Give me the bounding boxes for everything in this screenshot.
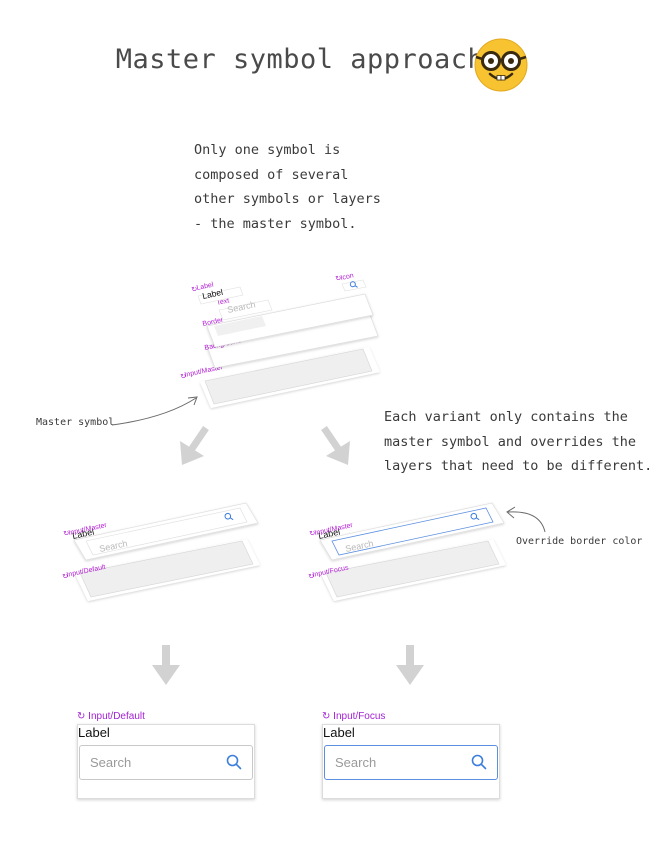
nerd-face-icon — [474, 38, 528, 92]
search-icon[interactable] — [226, 754, 242, 770]
variant-default-stack: Input/Default ↻ Search Label Input/Maste… — [62, 502, 260, 601]
variant-note-line: Each variant only contains the — [384, 409, 628, 425]
variant-default-label: Label — [71, 527, 95, 541]
symbol-refresh-icon: ↻ — [335, 275, 342, 283]
variant-focus-stack: Input/Focus ↻ Search Label Input/Master … — [308, 502, 506, 601]
override-border-callout: Override border color — [516, 536, 643, 547]
search-input-placeholder: Search — [335, 755, 377, 770]
intro-line: - the master symbol. — [194, 215, 357, 232]
search-input-focused[interactable]: Search — [324, 745, 498, 780]
result-focus-symbol-name: ↻ Input/Focus — [322, 711, 385, 722]
symbol-refresh-icon: ↻ — [308, 573, 315, 581]
symbol-refresh-icon: ↻ — [180, 373, 187, 381]
search-input-placeholder: Search — [90, 755, 132, 770]
master-callout-arrow — [111, 397, 197, 426]
icon-layer-name: Icon — [340, 272, 355, 282]
variant-note-line: layers that need to be different. — [384, 458, 650, 474]
search-icon[interactable] — [471, 754, 487, 770]
result-default-symbol-text: Input/Default — [88, 711, 145, 722]
result-default-field-label: Label — [78, 725, 110, 740]
result-focus-card: Label Search — [322, 724, 500, 799]
intro-line: composed of several — [194, 166, 349, 183]
intro-line: other symbols or layers — [194, 191, 381, 207]
intro-line: Only one symbol is — [194, 142, 341, 158]
symbol-refresh-icon: ↻ — [322, 711, 331, 722]
border-layer-name: Border — [202, 317, 225, 328]
master-text-layer: Search Text — [216, 297, 273, 321]
page-title: Master symbol approach — [115, 44, 485, 75]
master-stack: Input/Master ↻ Background Border Search … — [180, 272, 380, 408]
symbol-refresh-icon: ↻ — [62, 573, 69, 581]
search-input[interactable]: Search — [79, 745, 253, 780]
result-default-symbol-name: ↻ Input/Default — [77, 711, 145, 722]
variant-focus-label: Label — [317, 527, 341, 541]
result-focus-symbol-text: Input/Focus — [333, 711, 386, 722]
search-icon — [349, 281, 358, 288]
search-icon — [224, 512, 234, 521]
master-base-layer: Input/Master ↻ — [180, 347, 380, 408]
variant-note: Each variant only contains the master sy… — [384, 405, 650, 479]
arrow-down-right-icon — [321, 426, 350, 465]
symbol-refresh-icon: ↻ — [309, 530, 316, 538]
label-layer-name: Label — [196, 281, 215, 292]
variant-note-line: master symbol and overrides the — [384, 433, 636, 450]
master-symbol-callout: Master symbol — [36, 417, 115, 428]
text-layer-name: Text — [216, 297, 230, 307]
symbol-refresh-icon: ↻ — [63, 530, 70, 538]
search-icon — [470, 512, 480, 521]
arrow-down-icon — [152, 645, 180, 685]
arrow-down-left-icon — [180, 426, 209, 465]
symbol-refresh-icon: ↻ — [191, 286, 198, 294]
master-icon-layer: Icon ↻ — [335, 272, 367, 292]
intro-text: Only one symbol is composed of several o… — [194, 138, 434, 236]
label-layer-text: Label — [201, 287, 224, 301]
master-label-layer: Label Label ↻ — [191, 281, 244, 305]
result-default-card: Label Search — [77, 724, 255, 799]
symbol-refresh-icon: ↻ — [77, 711, 86, 722]
override-callout-arrow — [507, 511, 546, 533]
result-focus-field-label: Label — [323, 725, 355, 740]
arrow-down-icon — [396, 645, 424, 685]
master-border-layer: Border — [202, 293, 374, 348]
